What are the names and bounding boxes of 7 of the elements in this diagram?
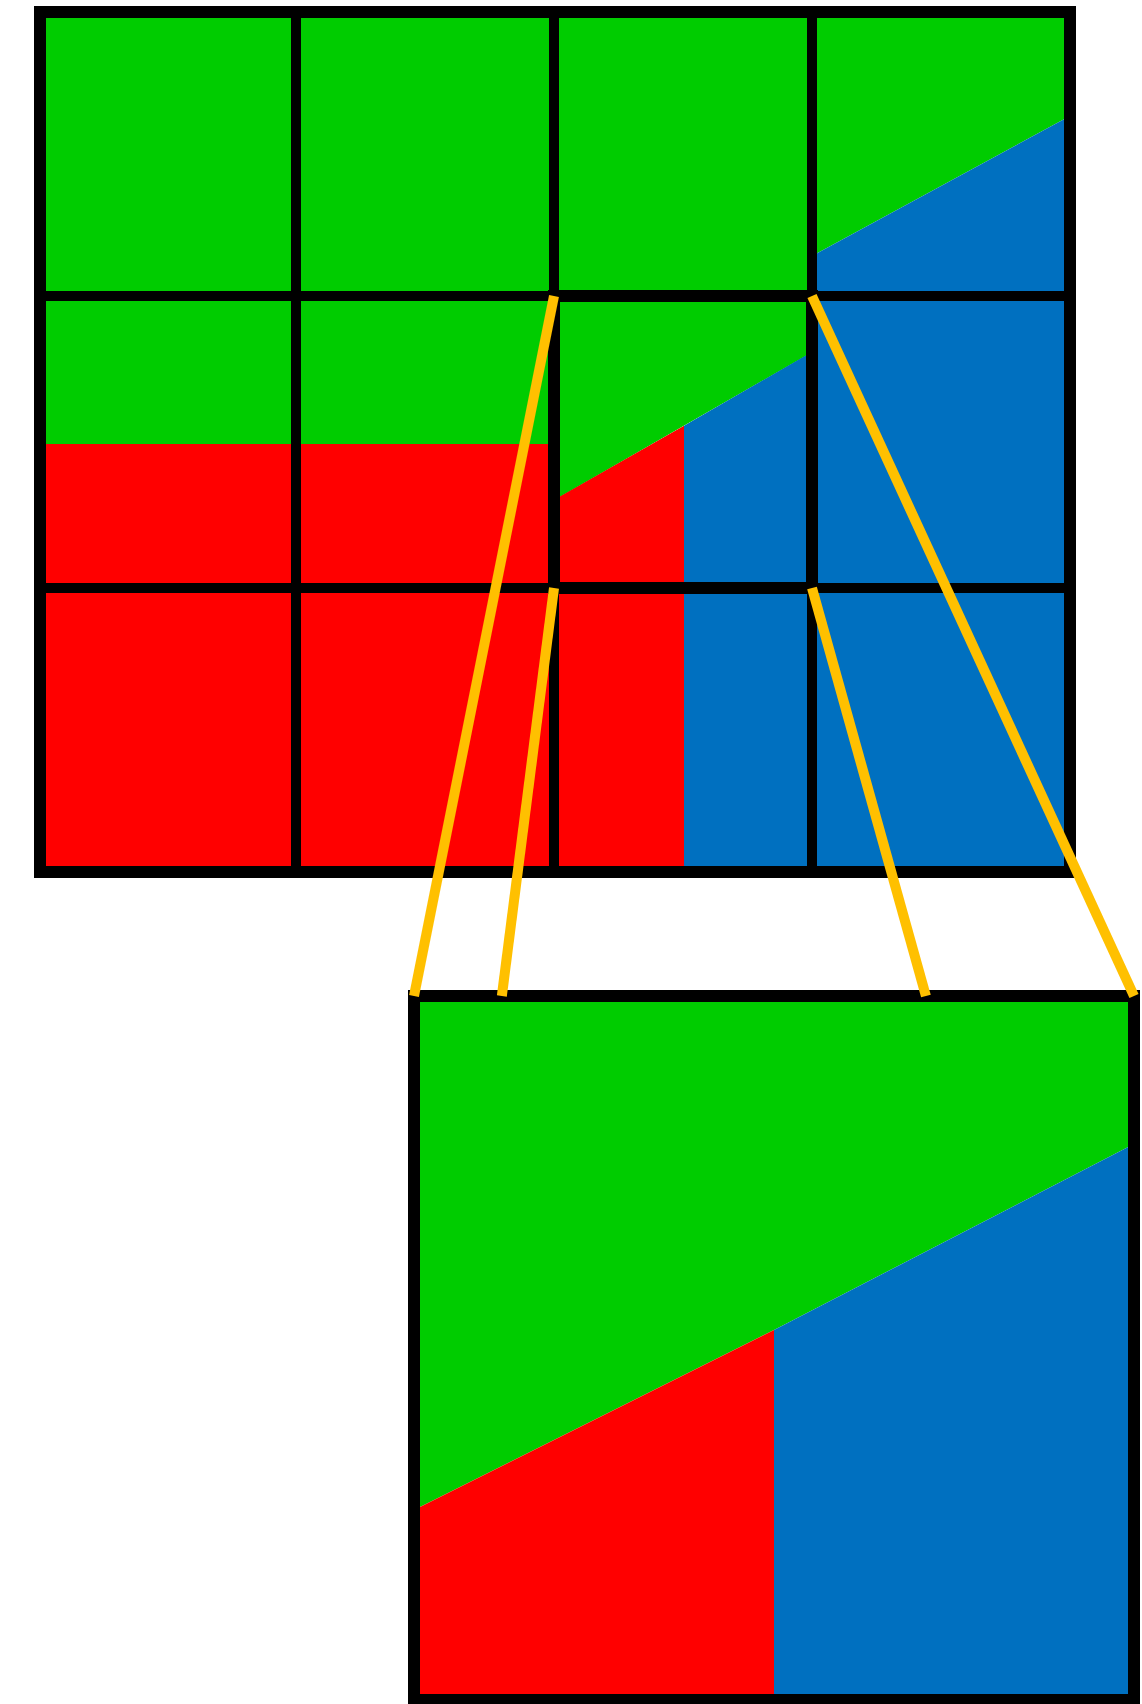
zoom-inset-drawing bbox=[408, 990, 1140, 1704]
grid-drawing bbox=[34, 6, 1076, 878]
leader-line bbox=[409, 295, 559, 997]
leader-line bbox=[496, 587, 559, 997]
leader-line bbox=[807, 586, 931, 998]
leader-line bbox=[807, 293, 1139, 999]
highlighted-grid-cell bbox=[548, 290, 818, 594]
